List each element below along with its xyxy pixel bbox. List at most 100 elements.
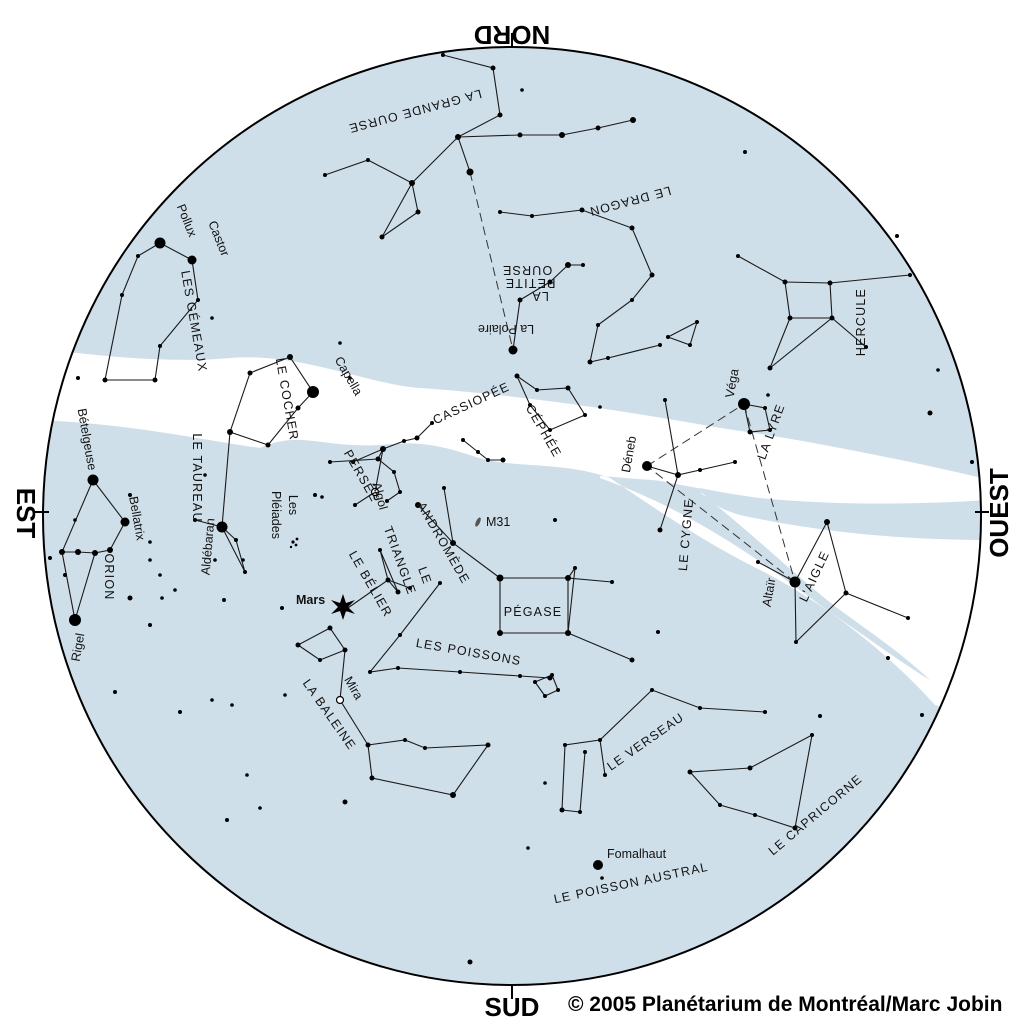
south-label: SUD [485,992,540,1022]
star [630,117,636,123]
star [92,550,98,556]
star [630,298,634,302]
star [763,406,767,410]
star [283,693,287,697]
star [747,765,753,771]
star [600,876,604,880]
star [563,743,567,747]
star [486,458,490,462]
label-petite-ourse-3: OURSE [502,263,552,277]
star [581,263,585,267]
star [687,769,693,775]
label-aldebaran: Aldébaran [199,518,218,576]
star [75,549,81,555]
star [287,354,293,360]
star-rigel [69,614,81,626]
star [320,495,324,499]
star-mira [335,695,345,705]
star [48,556,52,560]
star [148,540,152,544]
star [548,428,552,432]
star [908,273,912,277]
star [598,405,602,409]
star [718,803,722,807]
label-hercule: HERCULE [854,288,868,356]
star [598,738,602,742]
star [295,405,301,411]
star [517,297,523,303]
star [497,630,503,636]
star-betelgeuse [87,474,99,486]
star [886,656,890,660]
label-m31: M31 [486,515,510,529]
star [766,393,770,397]
star [556,688,560,692]
label-polaire: La Polaire [478,322,534,336]
star [792,825,798,831]
star-aldebaran [216,521,228,533]
pointer-polaire [469,171,514,351]
star [353,503,357,507]
m31-galaxy [475,517,481,527]
star [127,595,133,601]
star [227,429,233,435]
star-vega [738,398,750,410]
star [497,112,503,118]
star [763,710,767,714]
star [213,558,217,562]
star [120,293,124,297]
star [657,527,663,533]
star [496,574,504,582]
label-petite-ourse-2: PETITE [505,276,556,290]
star [736,254,740,258]
star [158,573,162,577]
label-algol: Algol [370,481,391,511]
star [767,365,773,371]
star [514,373,520,379]
star [402,439,406,443]
star [415,209,421,215]
label-cygne: LE CYGNE [676,498,696,572]
star [543,694,547,698]
star [583,750,587,754]
milky-way [43,348,981,720]
star [573,566,577,570]
milky-way-rift [700,488,981,540]
star [688,343,692,347]
star [241,558,245,562]
star [649,272,655,278]
summer-triangle-3 [646,465,796,583]
stars [48,53,974,965]
star [895,234,899,238]
star [450,792,456,798]
star [579,207,585,213]
star [59,549,65,555]
star [366,158,370,162]
star-polaire [508,345,518,355]
milky-way-bright-lane [600,425,981,504]
star [794,640,798,644]
star [517,132,523,138]
star [258,806,262,810]
star [547,279,553,285]
star [565,385,571,391]
star [430,421,434,425]
star [423,746,427,750]
star [698,468,702,472]
east-label: EST [11,488,41,539]
star [375,456,381,462]
star [518,674,522,678]
star [559,807,565,813]
star [113,690,117,694]
star [743,150,747,154]
star [225,818,229,822]
star [578,810,582,814]
star [158,344,162,348]
dragon-head [667,320,698,346]
star [280,606,284,610]
star [526,846,530,850]
star [63,573,67,577]
star [73,518,77,522]
star [768,428,772,432]
star [675,472,681,478]
